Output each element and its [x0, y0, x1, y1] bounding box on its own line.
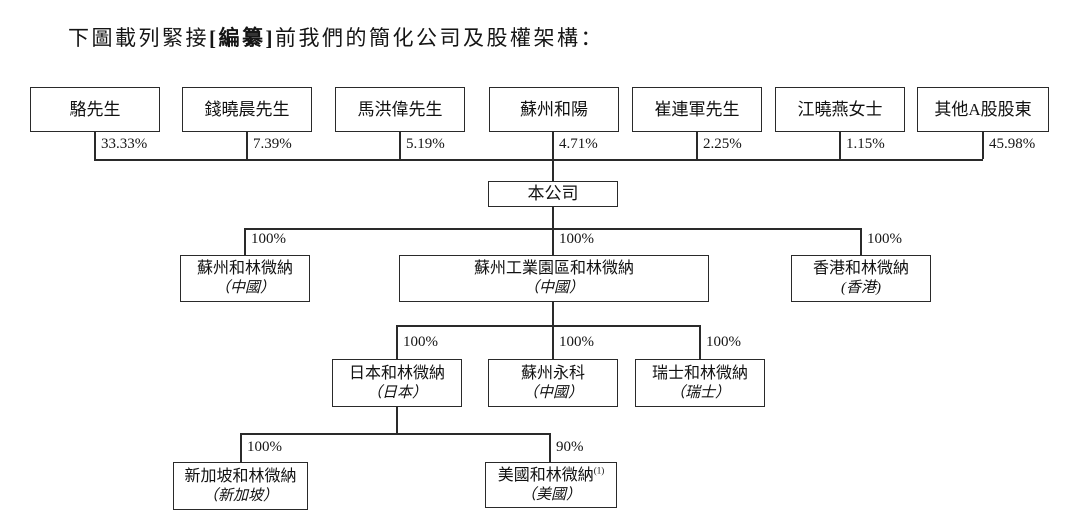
company-name: 本公司 [527, 184, 579, 204]
shareholder-name: 崔連軍先生 [654, 99, 740, 119]
subsidiary-name: 蘇州工業園區和林微納 [473, 260, 634, 278]
shareholder-box-cui: 崔連軍先生 [632, 87, 762, 132]
connector-l3-drop-2 [552, 325, 554, 359]
connector-japan-down [396, 407, 398, 433]
ownership-pct: 100% [251, 231, 286, 247]
subsidiary-box-suzhou-yongke: 蘇州永科 （中國） [488, 359, 618, 407]
caption-bracketed-term: [編纂] [209, 26, 275, 50]
subsidiary-region: （中國） [522, 384, 583, 401]
connector-bus-level4 [240, 433, 551, 435]
subsidiary-region: （瑞士） [669, 384, 730, 401]
connector-drop-7 [982, 132, 984, 159]
shareholder-name: 馬洪偉先生 [357, 99, 443, 119]
connector-drop-6 [839, 132, 841, 159]
caption-suffix: 前我們的簡化公司及股權架構： [275, 26, 604, 50]
connector-l4-drop-2 [549, 433, 551, 462]
subsidiary-region: （日本） [366, 384, 427, 401]
connector-drop-3 [399, 132, 401, 159]
subsidiary-box-suzhou-helin: 蘇州和林微納 （中國） [180, 255, 310, 302]
subsidiary-region: （中國） [523, 280, 584, 297]
subsidiary-box-japan-helin: 日本和林微納 （日本） [332, 359, 462, 407]
subsidiary-name: 香港和林微納 [812, 260, 909, 278]
shareholder-box-other-a-share: 其他A股股東 [917, 87, 1049, 132]
connector-bus-shareholders [94, 159, 983, 161]
ownership-pct: 4.71% [559, 136, 598, 152]
shareholder-box-qian: 錢曉晨先生 [182, 87, 312, 132]
connector-drop-5 [696, 132, 698, 159]
subsidiary-name: 蘇州和林微納 [196, 260, 293, 278]
shareholder-box-jiang: 江曉燕女士 [775, 87, 905, 132]
ownership-pct: 100% [559, 231, 594, 247]
ownership-pct: 1.15% [846, 136, 885, 152]
ownership-pct: 100% [559, 334, 594, 350]
subsidiary-name-text: 美國和林微納 [497, 466, 594, 484]
subsidiary-region: （美國） [520, 486, 581, 503]
connector-l3-drop-3 [699, 325, 701, 359]
connector-bus-level3 [396, 325, 700, 327]
shareholder-box-ma: 馬洪偉先生 [335, 87, 465, 132]
connector-drop-2 [246, 132, 248, 159]
subsidiary-name: 蘇州永科 [520, 364, 585, 382]
diagram-caption: 下圖載列緊接[編纂]前我們的簡化公司及股權架構： [68, 22, 604, 52]
subsidiary-box-singapore-helin: 新加坡和林微納 （新加坡） [173, 462, 308, 510]
ownership-pct: 100% [247, 439, 282, 455]
shareholder-name: 江曉燕女士 [797, 99, 883, 119]
subsidiary-region: (香港) [841, 280, 881, 297]
connector-sip-down [552, 302, 554, 325]
subsidiary-region: （新加坡） [202, 487, 278, 504]
connector-l4-drop-1 [240, 433, 242, 462]
ownership-pct: 5.19% [406, 136, 445, 152]
connector-l2-drop-1 [244, 228, 246, 255]
ownership-pct: 90% [556, 439, 584, 455]
ownership-pct: 45.98% [989, 136, 1036, 152]
footnote-marker: (1) [593, 465, 605, 476]
ownership-pct: 33.33% [101, 136, 148, 152]
ownership-pct: 100% [403, 334, 438, 350]
subsidiary-name: 新加坡和林微納 [184, 467, 297, 485]
shareholder-name: 蘇州和陽 [520, 99, 588, 119]
connector-to-company [552, 159, 554, 181]
connector-l2-drop-2 [552, 228, 554, 255]
shareholder-name: 駱先生 [69, 99, 121, 119]
ownership-pct: 100% [867, 231, 902, 247]
subsidiary-name: 瑞士和林微納 [651, 364, 748, 382]
subsidiary-box-hongkong-helin: 香港和林微納 (香港) [791, 255, 931, 302]
connector-l2-drop-3 [860, 228, 862, 255]
shareholder-box-luo: 駱先生 [30, 87, 160, 132]
ownership-pct: 100% [706, 334, 741, 350]
connector-drop-1 [94, 132, 96, 159]
ownership-pct: 7.39% [253, 136, 292, 152]
subsidiary-box-us-helin: 美國和林微納(1) （美國） [485, 462, 617, 508]
ownership-pct: 2.25% [703, 136, 742, 152]
connector-drop-4 [552, 132, 554, 159]
shareholder-name: 其他A股股東 [934, 99, 1032, 119]
subsidiary-name: 美國和林微納(1) [498, 466, 605, 486]
subsidiary-box-swiss-helin: 瑞士和林微納 （瑞士） [635, 359, 765, 407]
connector-l3-drop-1 [396, 325, 398, 359]
caption-prefix: 下圖載列緊接 [68, 26, 209, 50]
company-box: 本公司 [488, 181, 618, 207]
connector-company-down [552, 207, 554, 228]
shareholder-name: 錢曉晨先生 [204, 99, 290, 119]
subsidiary-name: 日本和林微納 [348, 364, 445, 382]
subsidiary-box-sip-helin: 蘇州工業園區和林微納 （中國） [399, 255, 709, 302]
subsidiary-region: （中國） [214, 280, 275, 297]
shareholder-box-suzhou-heyang: 蘇州和陽 [489, 87, 619, 132]
